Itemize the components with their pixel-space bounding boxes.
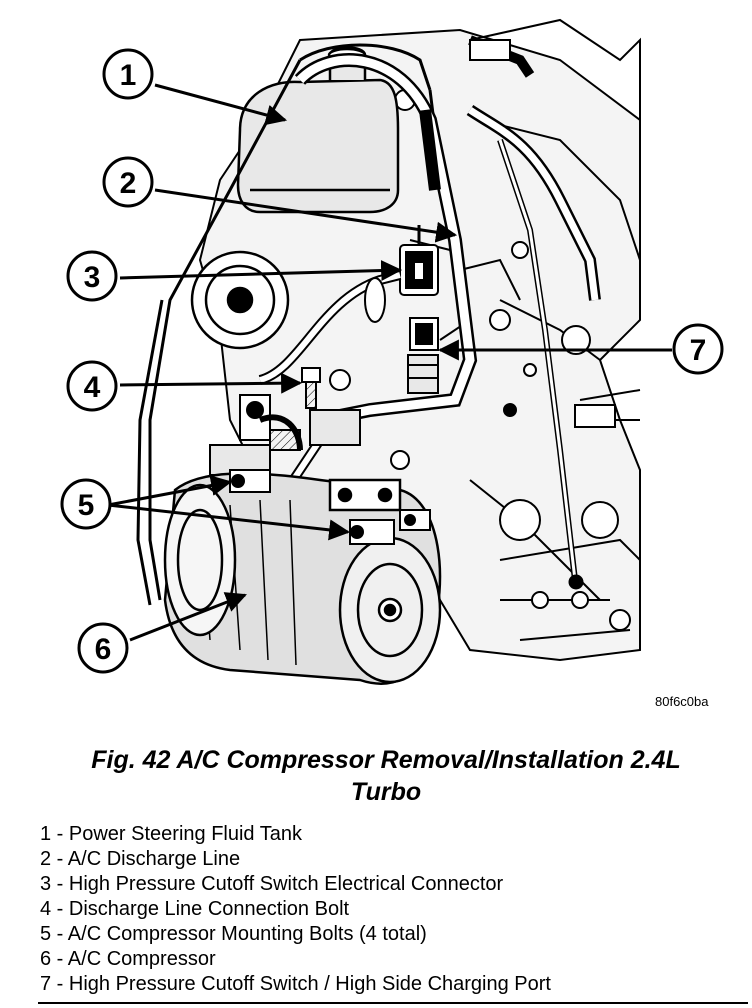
svg-text:2: 2 — [120, 167, 137, 200]
legend-item: 6 - A/C Compressor — [40, 948, 216, 970]
cutoff-switch-charging-port — [407, 317, 439, 394]
caption-line-1: Fig. 42 A/C Compressor Removal/Installat… — [91, 746, 681, 774]
legend-item: 1 - Power Steering Fluid Tank — [40, 823, 302, 845]
svg-text:1: 1 — [120, 59, 137, 92]
manifold-fitting — [209, 394, 303, 476]
image-code: 80f6c0ba — [655, 694, 709, 709]
wiring-harness — [466, 35, 601, 590]
parts-legend: 1 - Power Steering Fluid Tank 2 - A/C Di… — [40, 822, 551, 997]
callout-2: 2 — [102, 156, 154, 208]
suction-line — [258, 270, 402, 503]
legend-item: 5 - A/C Compressor Mounting Bolts (4 tot… — [40, 923, 427, 945]
footer-rule — [38, 1002, 748, 1004]
legend-item: 7 - High Pressure Cutoff Switch / High S… — [40, 973, 551, 995]
legend-item: 4 - Discharge Line Connection Bolt — [40, 898, 350, 920]
legend-item: 2 - A/C Discharge Line — [40, 848, 241, 870]
compressor-mounting-bolts — [229, 469, 431, 545]
pulley — [190, 250, 290, 350]
ac-compressor — [163, 472, 442, 685]
engine-diagram: 1 2 3 4 5 6 7 — [60, 18, 724, 685]
figure-caption: Fig. 42 A/C Compressor Removal/Installat… — [30, 744, 742, 808]
callout-7: 7 — [672, 323, 724, 375]
caption-line-2: Turbo — [350, 778, 422, 806]
ac-discharge-line — [294, 53, 478, 427]
callout-4: 4 — [66, 360, 118, 412]
callout-1: 1 — [102, 48, 154, 100]
cutoff-switch-connector — [399, 225, 439, 296]
callout-5: 5 — [60, 478, 112, 530]
callout-3: 3 — [66, 250, 118, 302]
svg-text:3: 3 — [84, 261, 101, 294]
svg-text:7: 7 — [690, 334, 707, 367]
svg-text:6: 6 — [95, 633, 112, 666]
callout-6: 6 — [77, 622, 129, 674]
legend-item: 3 - High Pressure Cutoff Switch Electric… — [40, 873, 504, 895]
svg-text:5: 5 — [78, 489, 95, 522]
leader-lines — [107, 83, 672, 642]
svg-text:4: 4 — [84, 371, 101, 404]
